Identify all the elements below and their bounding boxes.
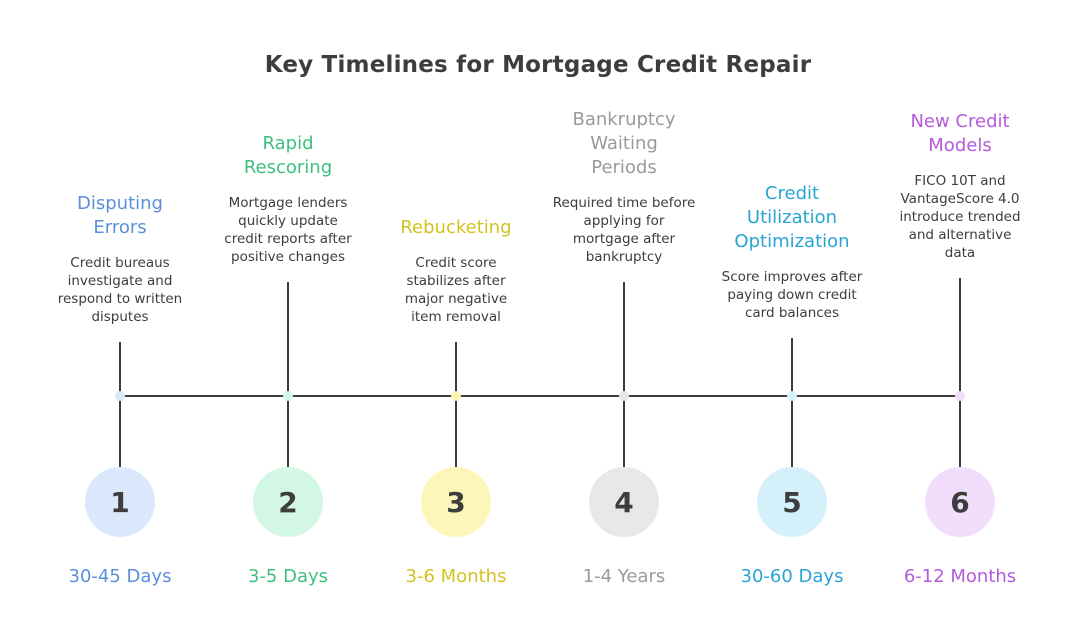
step-heading-line: Optimization	[734, 231, 850, 252]
step-description-line: applying for	[583, 213, 665, 229]
step-description-line: stabilizes after	[406, 273, 506, 289]
step-heading: Rebucketing	[372, 216, 540, 240]
step-description-line: Mortgage lenders	[228, 195, 348, 211]
step-duration: 6-12 Months	[903, 566, 1017, 587]
step-description-line: disputes	[91, 309, 149, 325]
step-description-line: bankruptcy	[585, 249, 663, 265]
step-description: Mortgage lenders quickly update credit rep…	[204, 194, 372, 266]
axis-marker-4	[619, 391, 629, 401]
diagram-title: Key Timelines for Mortgage Credit Repair	[264, 52, 812, 78]
step-heading-line: Rebucketing	[400, 217, 512, 238]
step-description-line: Required time before	[552, 195, 696, 211]
axis-marker-3	[451, 391, 461, 401]
step-duration: 30-45 Days	[68, 566, 172, 587]
step-heading-line: Models	[928, 135, 992, 156]
step-duration: 3-5 Days	[247, 566, 329, 587]
step-number-circle: 2	[253, 467, 323, 537]
step-heading-line: Periods	[591, 157, 657, 178]
step-number-circle: 1	[85, 467, 155, 537]
step-description-line: Credit bureaus	[70, 255, 170, 271]
step-description-line: VantageScore 4.0	[900, 191, 1020, 207]
step-duration: 30-60 Days	[740, 566, 844, 587]
step-heading-line: New Credit	[910, 111, 1010, 132]
step-number-circle: 5	[757, 467, 827, 537]
step-number-circle: 6	[925, 467, 995, 537]
step-description-line: data	[944, 245, 976, 261]
step-description-line: major negative	[404, 291, 508, 307]
step-description: Required time before applying for mortgage…	[540, 194, 708, 266]
step-description-line: mortgage after	[572, 231, 676, 247]
step-description-line: introduce trended	[899, 209, 1021, 225]
step-description: Score improves after paying down credit ca…	[708, 268, 876, 322]
step-description-line: credit reports after	[224, 231, 352, 247]
step-description-line: positive changes	[231, 249, 345, 265]
step-description: Credit score stabilizes after major negati…	[372, 254, 540, 326]
axis-marker-2	[283, 391, 293, 401]
step-heading-line: Credit	[764, 183, 820, 204]
step-description-line: Credit score	[415, 255, 497, 271]
step-description-line: quickly update	[238, 213, 338, 229]
step-heading-line: Disputing	[77, 193, 163, 214]
axis-marker-5	[787, 391, 797, 401]
step-description-line: FICO 10T and	[914, 173, 1006, 189]
step-duration: 1-4 Years	[582, 566, 666, 587]
step-description-line: Score improves after	[721, 269, 863, 285]
step-heading-line: Errors	[93, 217, 147, 238]
step-heading-line: Rapid	[262, 133, 314, 154]
step-number-circle: 3	[421, 467, 491, 537]
step-heading-line: Bankruptcy	[572, 109, 676, 130]
step-description-line: item removal	[411, 309, 501, 325]
axis-marker-1	[115, 391, 125, 401]
step-description-line: card balances	[744, 305, 840, 321]
step-description-line: investigate and	[67, 273, 173, 289]
step-duration: 3-6 Months	[405, 566, 507, 587]
step-heading-line: Utilization	[746, 207, 838, 228]
step-heading-line: Rescoring	[243, 157, 333, 178]
step-description-line: paying down credit	[727, 287, 857, 303]
step-description-line: respond to written	[57, 291, 183, 307]
axis-marker-6	[955, 391, 965, 401]
step-description: Credit bureaus investigate and respond to …	[36, 254, 204, 326]
step-description-line: and alternative	[908, 227, 1012, 243]
step-number-circle: 4	[589, 467, 659, 537]
step-heading-line: Waiting	[590, 133, 658, 154]
